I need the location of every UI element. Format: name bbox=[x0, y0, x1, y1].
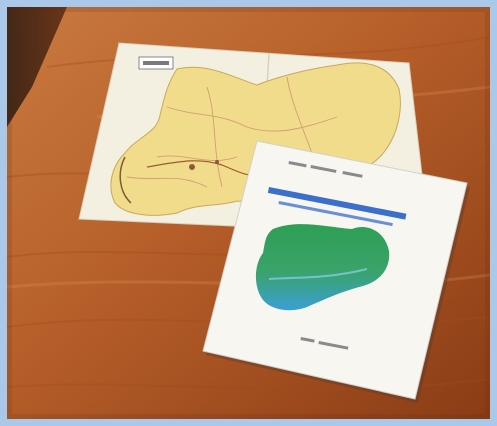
booklet-header-text bbox=[288, 161, 363, 178]
booklet-map-region bbox=[255, 224, 390, 311]
photo-illustration bbox=[7, 7, 490, 419]
booklet bbox=[202, 140, 470, 403]
table-dark-corner bbox=[7, 7, 67, 127]
photo bbox=[7, 7, 490, 419]
booklet-title-text bbox=[267, 187, 407, 227]
booklet-publisher-text bbox=[300, 337, 349, 350]
